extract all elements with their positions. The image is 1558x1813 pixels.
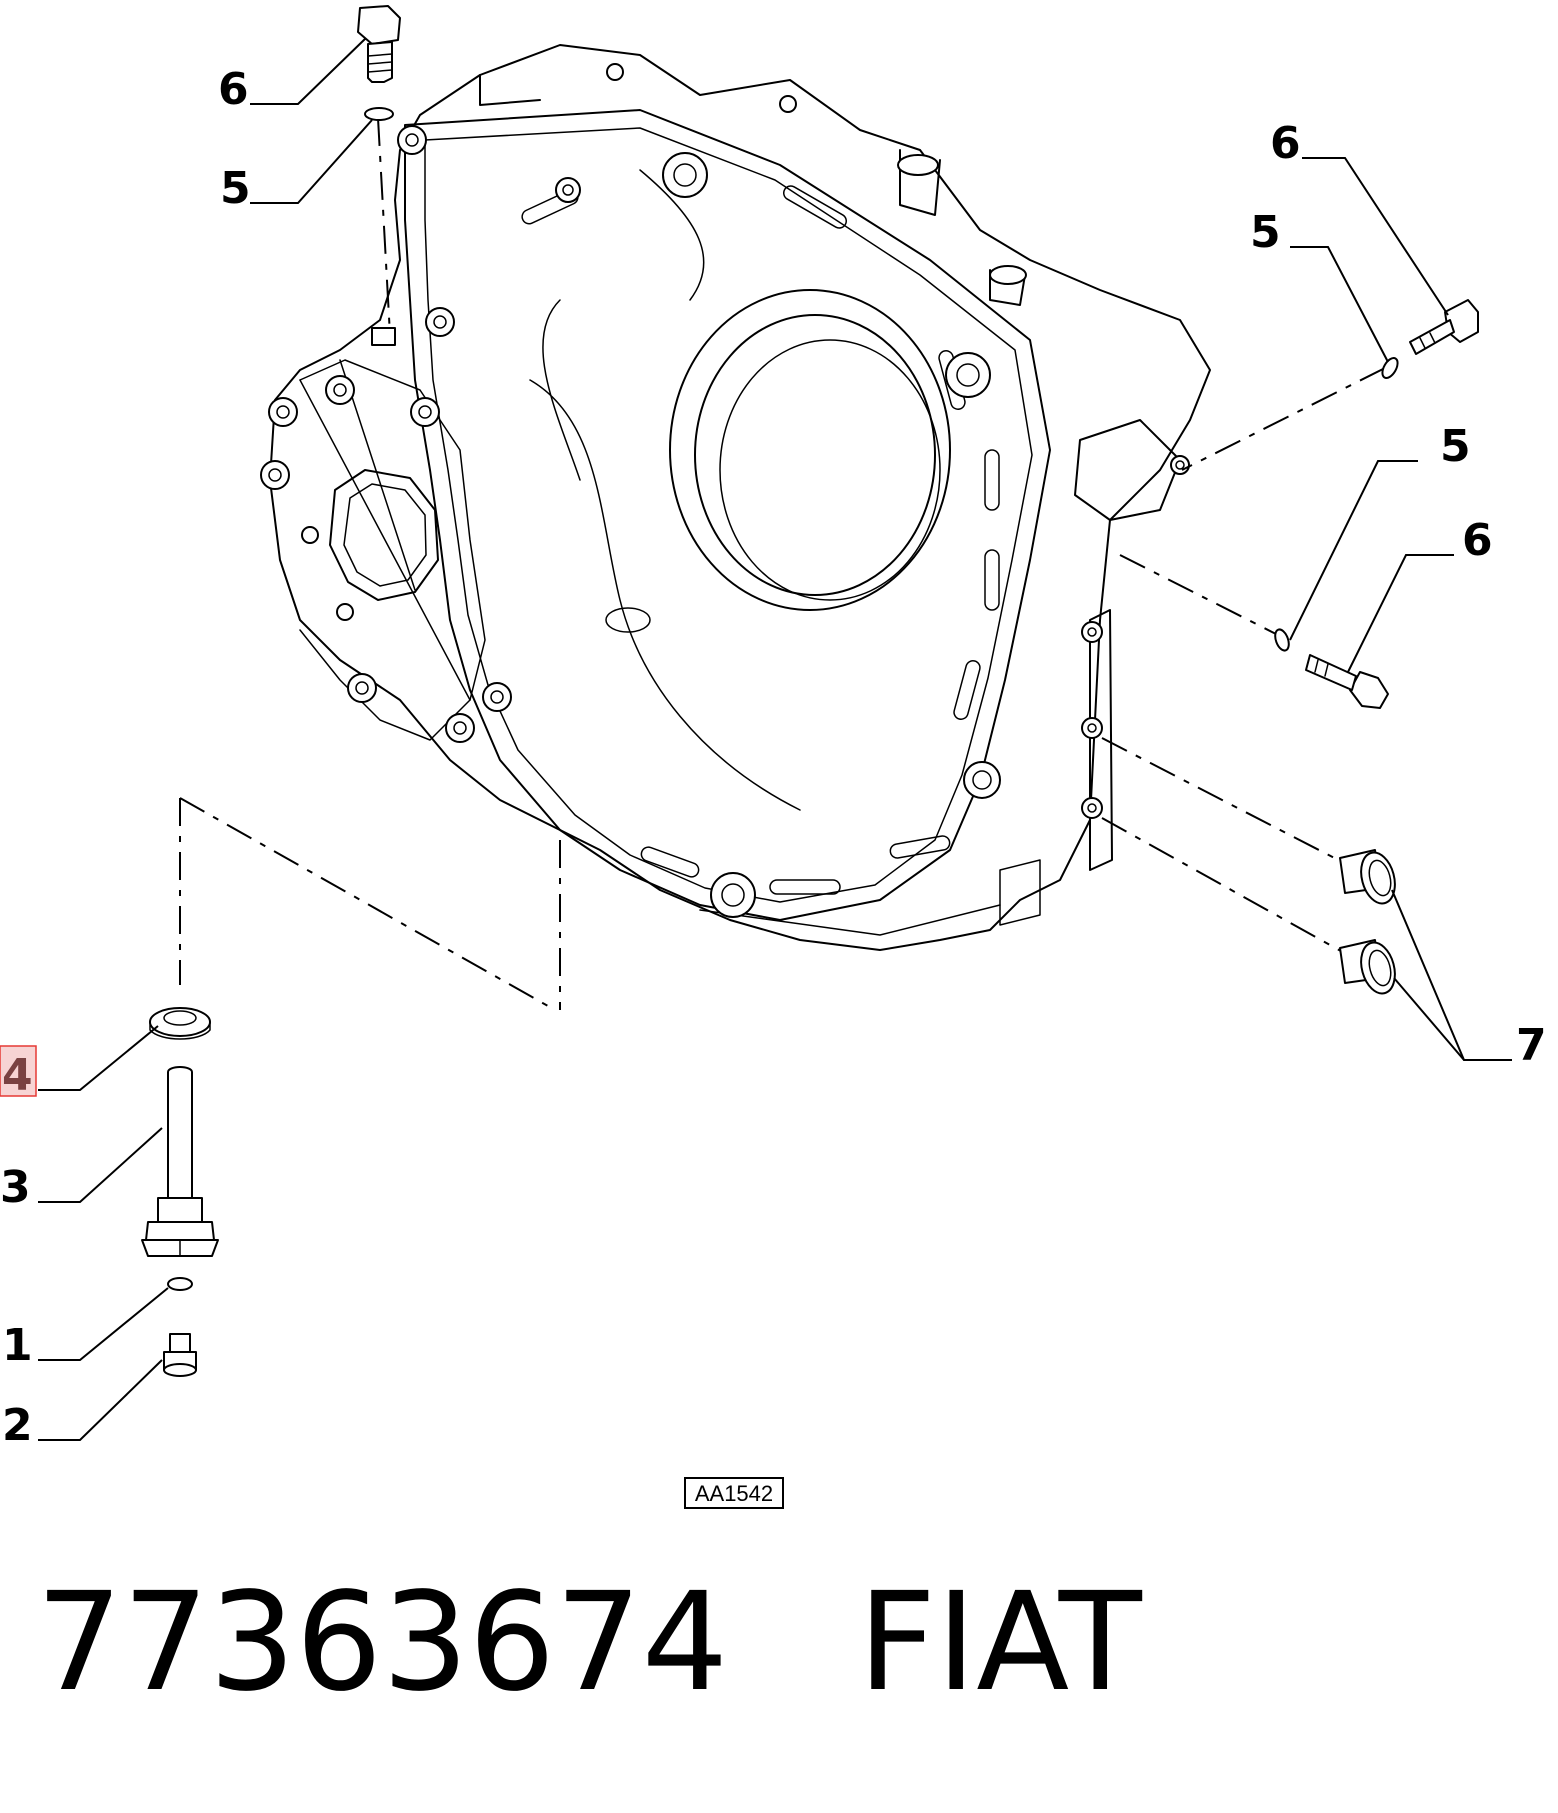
dowel-7-lower: [1339, 939, 1396, 995]
callout-6-right-lower: 6: [1462, 515, 1493, 566]
bolt-6-top-left: [357, 5, 401, 83]
seal-ring-4: [149, 1007, 211, 1040]
callout-6-right-upper: 6: [1270, 118, 1301, 169]
washer-5-right-upper: [1381, 357, 1399, 379]
callout-2: 2: [2, 1400, 33, 1451]
bolt-bosses: [260, 63, 1190, 918]
callout-5-right-lower: 5: [1440, 421, 1471, 472]
callout-5-top-left: 5: [220, 163, 251, 214]
bolt-6-right-lower: [1305, 654, 1389, 709]
highlight-box-4: [0, 1045, 37, 1097]
callout-1: 1: [2, 1320, 33, 1371]
gearbox-housing: [260, 44, 1211, 951]
brand-name: FIAT: [857, 1564, 1142, 1722]
dowel-7-upper: [1339, 849, 1396, 905]
callout-3: 3: [0, 1162, 31, 1213]
part-number: 77363674: [36, 1564, 729, 1722]
plug-2: [163, 1333, 197, 1377]
o-ring-1: [167, 1277, 193, 1291]
locating-pin-top: [371, 327, 396, 346]
callout-6-top-left: 6: [218, 64, 249, 115]
bolt-6-right-upper: [1409, 299, 1479, 355]
leader-lines: [38, 37, 1512, 1441]
callout-5-right-upper: 5: [1250, 207, 1281, 258]
drawing-reference-label: AA1542: [695, 1481, 773, 1506]
drawing-reference: AA1542: [684, 1477, 784, 1509]
installation-axes: [179, 117, 1386, 1011]
shaft-part-3: [141, 1066, 219, 1257]
callout-4: 4: [2, 1050, 33, 1101]
callouts: 6 5 6 5 5 6 7 4 3 1 2: [0, 64, 1547, 1451]
washer-5-top-left: [364, 107, 394, 121]
part-number-caption: 77363674 FIAT: [36, 1575, 1142, 1711]
callout-7: 7: [1516, 1020, 1547, 1071]
washer-5-right-lower: [1274, 628, 1290, 652]
